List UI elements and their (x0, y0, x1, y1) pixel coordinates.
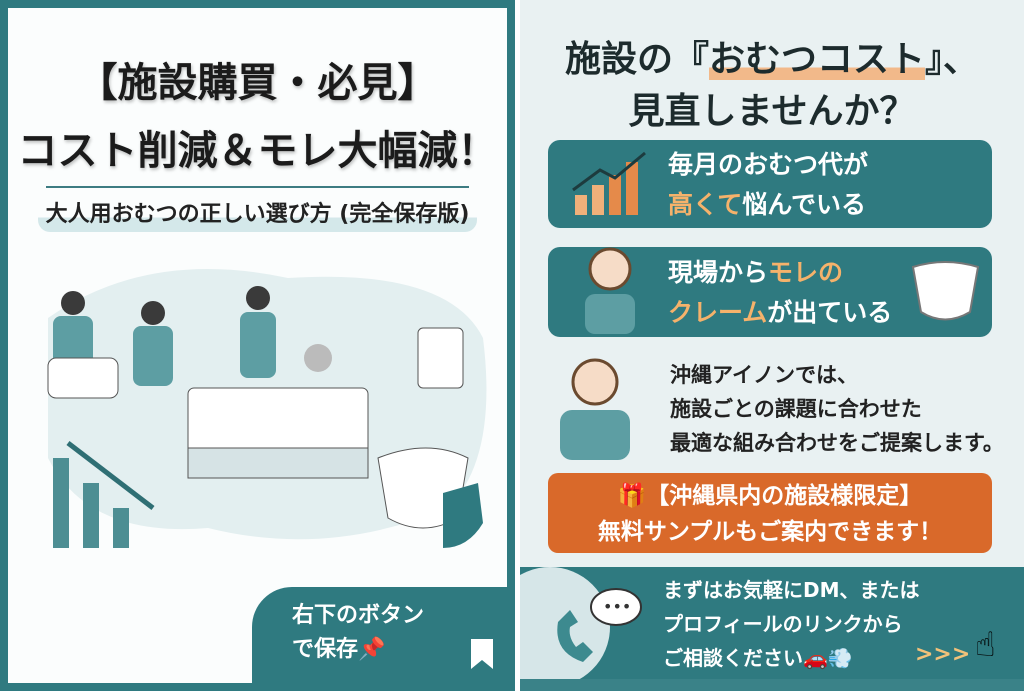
card2-text: 現場から (668, 258, 769, 287)
staff-pointing-icon (560, 358, 630, 460)
save-cta-box: 右下のボタン で保存📌 (252, 587, 507, 683)
cta-line-2: で保存📌 (292, 637, 386, 662)
left-panel-card: 【施設購買・必見】 コスト削減＆モレ大幅減！ 大人用おむつの正しい選び方 (完全… (8, 8, 507, 683)
chevrons: >>> (915, 642, 971, 667)
phone-chat-icon: ••• (557, 588, 642, 662)
headline-line-1: 施設の『おむつコスト』、 (520, 30, 1024, 82)
title-line-1: 【施設購買・必見】 (77, 60, 438, 106)
title-line-2: コスト削減＆モレ大幅減！ (17, 128, 498, 174)
divider (46, 186, 469, 188)
right-panel: 施設の『おむつコスト』、 見直しませんか？ 毎月のおむつ代が 高くて悩んでいる … (520, 0, 1024, 691)
left-panel: 【施設購買・必見】 コスト削減＆モレ大幅減！ 大人用おむつの正しい選び方 (完全… (0, 0, 515, 691)
card1-line-1: 毎月のおむつ代が (668, 150, 869, 179)
offer-line-1: 🎁【沖縄県内の施設様限定】 (617, 483, 923, 509)
free-sample-offer-banner: 🎁【沖縄県内の施設様限定】 無料サンプルもご案内できます！ (548, 473, 992, 553)
problem-card-cost: 毎月のおむつ代が 高くて悩んでいる (548, 140, 992, 228)
bottom-strip (520, 679, 1024, 691)
tap-hand-icon[interactable]: ☝ (975, 625, 996, 665)
problem-card-leak: 現場からモレの クレームが出ている (548, 247, 992, 337)
headline-highlight: おむつコスト (708, 39, 925, 80)
diaper-shield-icon (377, 447, 483, 548)
pitch-line: 沖縄アイノンでは、 (670, 363, 858, 387)
worried-staff-icon (585, 247, 635, 334)
offer-line-2: 無料サンプルもご案内できます！ (597, 519, 943, 545)
rising-bar-chart-icon (572, 151, 646, 215)
headline-text: 施設の『 (564, 39, 709, 80)
contact-line: プロフィールのリンクから (663, 612, 903, 636)
card2-line-2: クレームが出ている (668, 293, 992, 333)
care-facility-illustration (47, 269, 487, 548)
pitch-line: 施設ごとの課題に合わせた (670, 397, 922, 421)
card1-highlight: 高くて (668, 190, 743, 219)
headline-line-2: 見直しませんか？ (628, 91, 916, 132)
nurses-illustration (47, 291, 173, 399)
contact-line: ご相談ください🚗💨 (663, 646, 853, 670)
pitch-line: 最適な組み合わせをご提案します。 (670, 431, 1004, 455)
svg-text:•••: ••• (603, 597, 631, 616)
bar-chart-down-icon (53, 441, 155, 548)
card1-line-2: 高くて悩んでいる (668, 185, 992, 225)
diaper-icon (911, 261, 980, 321)
bookmark-icon[interactable] (471, 639, 493, 669)
card1-text: 悩んでいる (742, 190, 867, 219)
headline-text: 』、 (925, 39, 980, 80)
calculator-icon (417, 327, 464, 389)
bed-patient-illustration (187, 286, 369, 479)
contact-line: まずはお気軽にDM、または (663, 578, 920, 602)
card2-highlight: クレーム (668, 298, 768, 327)
cta-line-1: 右下のボタン (292, 603, 425, 628)
card2-line-1: 現場からモレの (668, 253, 992, 293)
card2-highlight: モレの (768, 258, 844, 287)
company-pitch: 沖縄アイノンでは、 施設ごとの課題に合わせた 最適な組み合わせをご提案します。 (670, 358, 1004, 460)
card2-text: が出ている (767, 298, 893, 327)
subtitle: 大人用おむつの正しい選び方 (完全保存版) (38, 196, 477, 232)
